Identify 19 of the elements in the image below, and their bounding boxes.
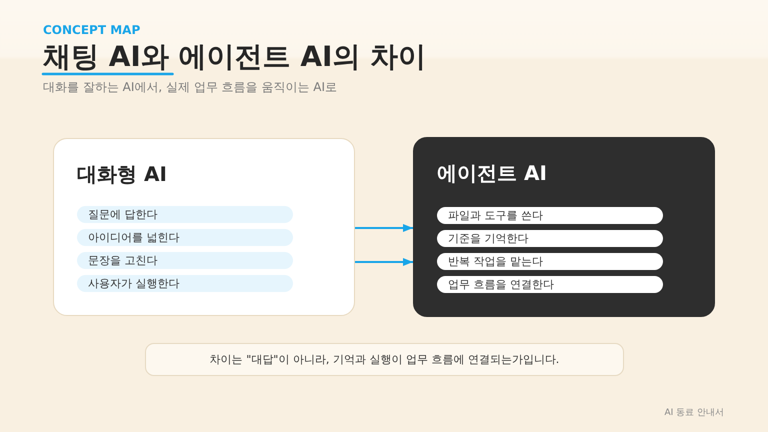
card-heading: 에이전트 AI xyxy=(437,160,547,186)
list-pill: 사용자가 실행한다 xyxy=(77,275,293,292)
list-pill: 아이디어를 넓힌다 xyxy=(77,229,293,246)
summary-box: 차이는 "대답"이 아니라, 기억과 실행이 업무 흐름에 연결되는가입니다. xyxy=(145,343,624,376)
list-pill: 파일과 도구를 쓴다 xyxy=(437,207,663,224)
arrow xyxy=(355,224,413,232)
arrow xyxy=(355,258,413,266)
concept-card xyxy=(53,138,355,316)
title: 채팅 AI와 에이전트 AI의 차이 xyxy=(43,41,426,73)
kicker-text: CONCEPT MAP xyxy=(43,23,140,37)
list-pill: 업무 흐름을 연결한다 xyxy=(437,276,663,293)
concept-card xyxy=(413,137,715,317)
list-pill: 반복 작업을 맡는다 xyxy=(437,253,663,270)
list-pill: 질문에 답한다 xyxy=(77,206,293,223)
footer-text: AI 동료 안내서 xyxy=(664,407,724,419)
list-pill: 기준을 기억한다 xyxy=(437,230,663,247)
subtitle: 대화를 잘하는 AI에서, 실제 업무 흐름을 움직이는 AI로 xyxy=(43,80,338,94)
card-heading: 대화형 AI xyxy=(77,161,167,187)
list-pill: 문장을 고친다 xyxy=(77,252,293,269)
